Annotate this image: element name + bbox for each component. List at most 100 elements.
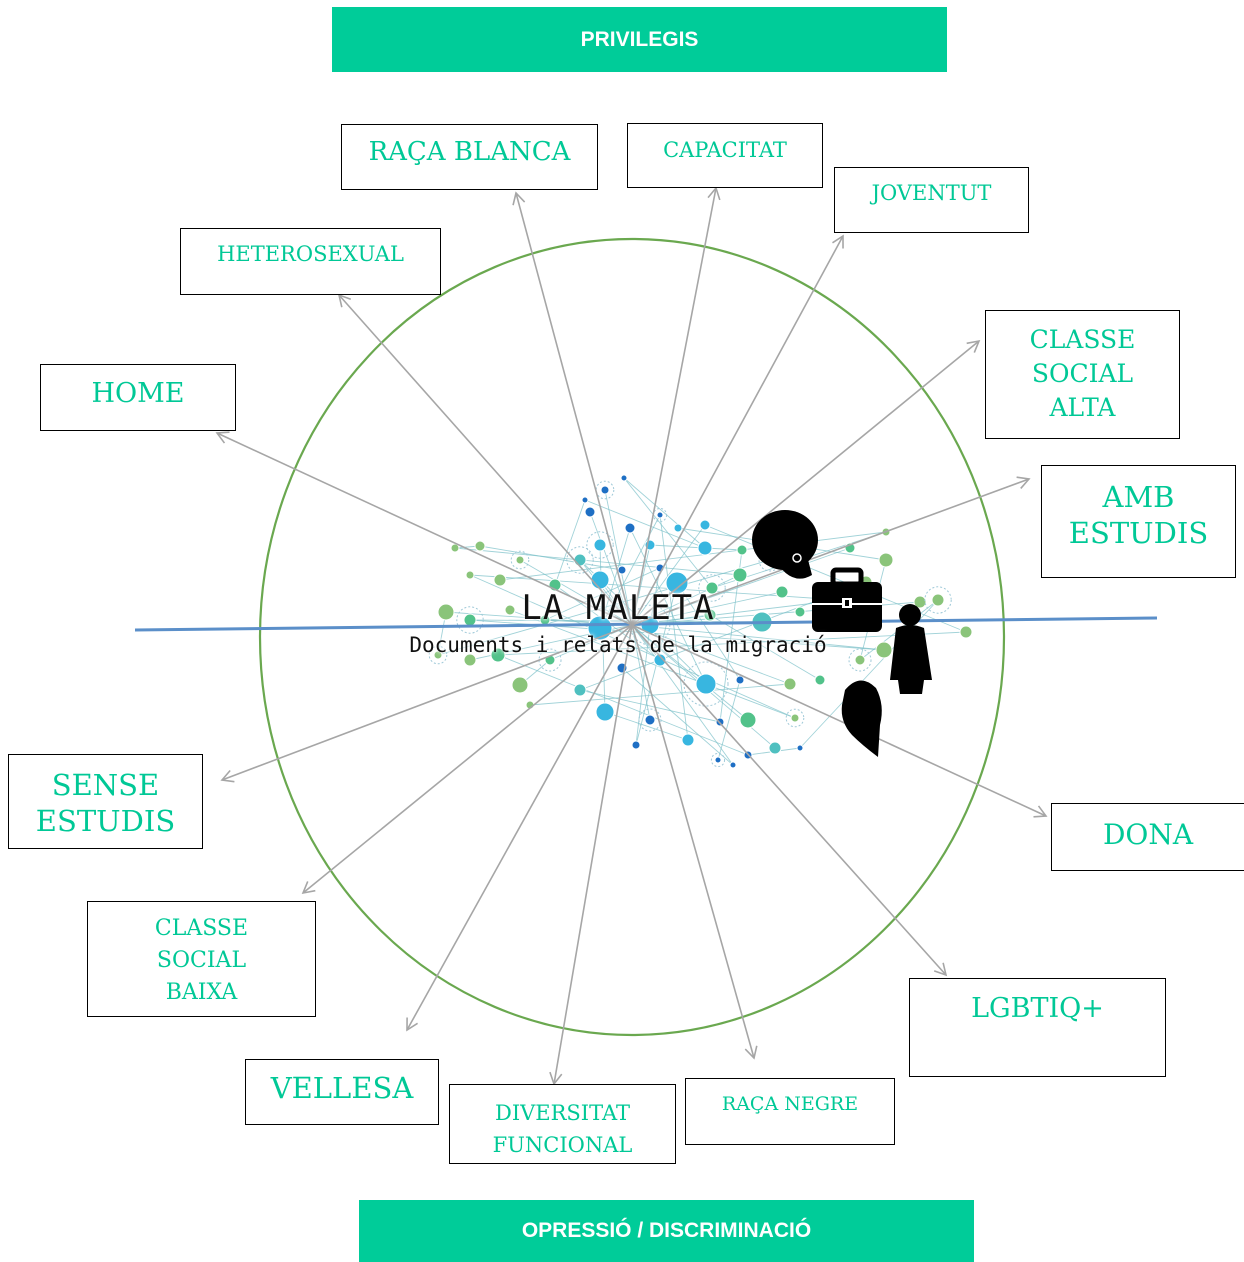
- network-node: [775, 585, 789, 599]
- network-link: [437, 559, 771, 656]
- network-link: [469, 619, 763, 623]
- label-amb-estudis: AMB ESTUDIS: [1041, 465, 1236, 578]
- arrow-classe-alta: [631, 339, 981, 626]
- privilege-circle: [258, 237, 1006, 1037]
- arrow-raca-blanca: [512, 191, 633, 626]
- network-node: [620, 474, 628, 482]
- network-link: [659, 514, 689, 741]
- network-node: [437, 603, 455, 621]
- network-link: [584, 499, 706, 549]
- network-link: [499, 531, 887, 581]
- network-link: [631, 624, 651, 721]
- network-node: [584, 506, 596, 518]
- network-node: [794, 606, 806, 618]
- network-node: [681, 733, 695, 747]
- network-link: [631, 624, 749, 721]
- hijab-woman-silhouette-icon: [841, 680, 882, 757]
- network-node: [617, 565, 627, 575]
- network-ring: [428, 645, 448, 665]
- network-link: [631, 624, 791, 685]
- network-link: [554, 499, 586, 586]
- network-node: [705, 581, 719, 595]
- network-node: [511, 676, 529, 694]
- briefcase-icon: [812, 567, 882, 632]
- opressio-title: OPRESSIÓ / DISCRIMINACIÓ: [521, 1219, 812, 1242]
- network-node: [653, 653, 667, 667]
- network-node: [631, 740, 641, 750]
- label-classe-social-baixa: CLASSE SOCIAL BAIXA: [87, 901, 316, 1017]
- network-node: [624, 522, 636, 534]
- network-node: [875, 641, 893, 659]
- label-heterosexual: HETEROSEXUAL: [180, 228, 441, 295]
- arrow-joventut: [631, 234, 844, 626]
- arrow-diversitat: [549, 624, 633, 1086]
- arrow-vellesa: [406, 624, 633, 1032]
- label-joventut: JOVENTUT: [834, 167, 1029, 233]
- network-link: [709, 614, 821, 681]
- network-node: [854, 654, 866, 666]
- logo-subtitle: Documents i relats de la migració: [409, 633, 827, 657]
- network-ring: [510, 550, 530, 570]
- network-link: [623, 477, 706, 549]
- network-link: [497, 631, 967, 656]
- network-ring: [638, 708, 662, 732]
- arrow-dona: [631, 624, 1048, 818]
- network-link: [631, 599, 841, 626]
- network-node: [699, 519, 711, 531]
- network-node: [581, 496, 589, 504]
- label-vellesa: VELLESA: [245, 1059, 439, 1125]
- network-link: [604, 489, 633, 626]
- network-node: [732, 567, 748, 583]
- label-capacitat: CAPACITAT: [627, 123, 823, 188]
- network-node: [814, 674, 826, 686]
- network-ring: [698, 574, 726, 602]
- label-home: HOME: [40, 364, 236, 431]
- network-link: [717, 679, 741, 761]
- network-ring: [456, 606, 484, 634]
- network-node: [573, 553, 587, 567]
- network-link: [454, 547, 741, 576]
- network-node: [463, 653, 477, 667]
- network-node: [790, 713, 800, 723]
- network-node: [673, 523, 683, 533]
- network-node: [768, 741, 782, 755]
- network-ring: [710, 752, 726, 768]
- label-diversitat-funcional: DIVERSITAT FUNCIONAL: [449, 1084, 676, 1164]
- network-link: [497, 654, 749, 756]
- network-link: [676, 582, 741, 681]
- network-node: [573, 683, 587, 697]
- arrow-classe-baixa: [301, 624, 633, 895]
- network-node: [913, 595, 927, 609]
- network-node: [593, 538, 607, 552]
- network-link: [529, 683, 791, 706]
- network-link: [469, 574, 796, 719]
- network-ring: [566, 546, 594, 574]
- network-node: [931, 593, 945, 607]
- network-node: [474, 540, 486, 552]
- network-node: [796, 744, 804, 752]
- network-node: [729, 761, 737, 769]
- network-ring: [848, 648, 872, 672]
- network-ring: [586, 531, 614, 559]
- network-node: [703, 608, 717, 622]
- network-ring: [538, 648, 562, 672]
- network-ring: [924, 586, 952, 614]
- network-node: [644, 714, 656, 726]
- network-node: [490, 647, 506, 663]
- label-classe-social-alta: CLASSE SOCIAL ALTA: [985, 310, 1180, 439]
- network-node: [736, 544, 748, 556]
- afro-head-silhouette-icon: [752, 510, 818, 579]
- arrow-home: [215, 431, 633, 626]
- network-node: [450, 543, 460, 553]
- network-link: [631, 524, 706, 626]
- arrow-lgbtiq: [631, 624, 948, 977]
- network-node: [515, 555, 525, 565]
- label-raca-blanca: RAÇA BLANCA: [341, 124, 598, 190]
- network-link: [519, 559, 633, 626]
- network-link: [604, 711, 689, 741]
- network-node: [600, 485, 610, 495]
- network-node: [590, 570, 610, 590]
- label-dona: DONA: [1051, 803, 1244, 871]
- label-raca-negre: RAÇA NEGRE: [685, 1078, 895, 1145]
- child-silhouette-icon: [890, 604, 932, 694]
